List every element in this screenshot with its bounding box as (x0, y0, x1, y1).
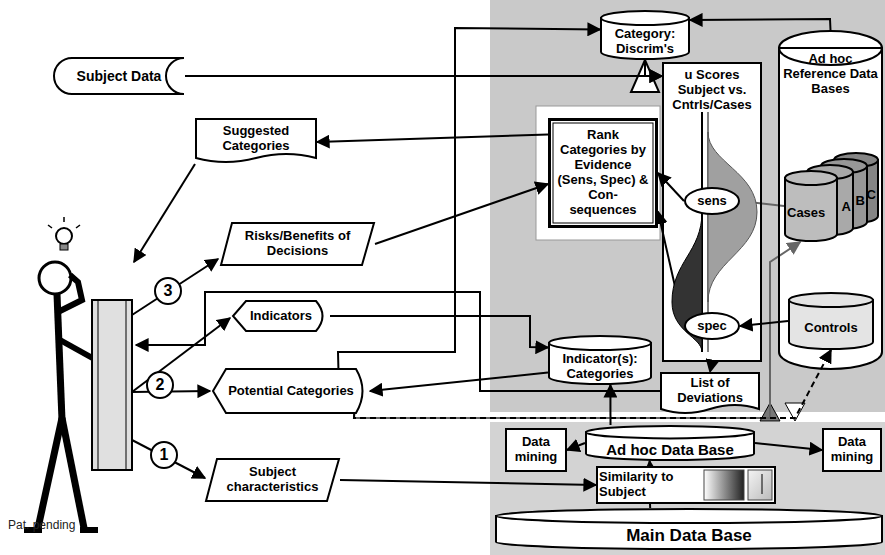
box-fill (663, 63, 761, 361)
connector (185, 75, 662, 77)
data-input: Subject Data (53, 57, 185, 95)
connector (649, 461, 651, 466)
connector (658, 173, 684, 201)
process-box: Rank Categories by Evidence (Sens, Spec)… (548, 118, 658, 228)
ellipse-label: sens (684, 187, 740, 215)
node-text: 2 (148, 376, 172, 394)
node-text: Suggested Categories (199, 124, 313, 154)
node-text: Data mining (826, 435, 878, 465)
process-box: Similarity to Subject (596, 466, 776, 504)
data-store: Ad hoc Data Base (585, 425, 755, 461)
connector (340, 480, 596, 485)
document-shape: Suggested Categories (195, 118, 317, 166)
node-text: Potential Categories (228, 384, 354, 399)
connector (710, 362, 712, 372)
process-box: Data mining (505, 428, 567, 472)
document-shape: List of Deviations (660, 372, 760, 417)
display-shape: Potential Categories (212, 368, 370, 414)
database-group: Ad hoc Reference Data BasesCasesABCContr… (778, 30, 883, 370)
node-text: spec (686, 319, 738, 334)
panel (490, 422, 885, 555)
database-cylinder: Controls (788, 292, 874, 350)
connector (354, 242, 800, 418)
node-text: Category: Discrim's (604, 27, 686, 57)
node-text: u Scores Subject vs. Cntrls/Cases (666, 68, 758, 113)
connector (609, 385, 611, 425)
node-text: Indicator(s): Categories (552, 352, 648, 382)
node-text: Cases (787, 206, 834, 221)
node-text: Rank Categories by Evidence (Sens, Spec)… (554, 128, 652, 218)
connector (375, 184, 548, 244)
connector (317, 135, 548, 143)
node-text: Similarity to Subject (599, 470, 696, 500)
ellipse-label: spec (684, 312, 740, 340)
connector (370, 373, 548, 392)
connector (567, 443, 585, 450)
node-text: Data mining (509, 435, 563, 465)
node-text: Indicators (248, 309, 314, 324)
node-text: Subject characteristics (219, 465, 326, 495)
input-parallelogram: Risks/Benefits of Decisions (220, 222, 375, 266)
database-cylinder: Cases (784, 170, 838, 242)
node-text: 1 (152, 446, 176, 464)
node-text: Subject Data (71, 68, 167, 84)
connector (645, 60, 662, 76)
connector (740, 321, 788, 326)
input-parallelogram: Subject characteristics (205, 458, 340, 502)
node-text: Risks/Benefits of Decisions (234, 229, 361, 259)
process-box: Data mining (822, 428, 882, 472)
node-text: 3 (156, 282, 180, 300)
box-fill (779, 31, 882, 369)
node-text: Main Data Base (499, 526, 879, 546)
node-text: sens (686, 194, 738, 209)
panel (490, 0, 885, 412)
note-label: Pat. pending (8, 518, 75, 532)
person-figure (24, 217, 132, 530)
node-text: Ad hoc Reference Data Bases (782, 52, 879, 97)
display-shape: Indicators (232, 300, 330, 332)
panel (536, 106, 660, 240)
callout-number: 1 (150, 441, 178, 469)
callout-number: 3 (154, 277, 182, 305)
chart-box: u Scores Subject vs. Cntrls/Cases sens spe… (662, 62, 762, 362)
node-text: Ad hoc Data Base (589, 441, 751, 458)
callout-number: 2 (146, 371, 174, 399)
node-text: List of Deviations (664, 376, 756, 406)
connector (690, 19, 831, 30)
connector (649, 504, 651, 508)
connector (755, 443, 822, 450)
connector (330, 316, 548, 348)
data-store: Indicator(s): Categories (548, 335, 652, 385)
data-store: Category: Discrim's (600, 10, 690, 60)
node-text: Controls (792, 321, 870, 336)
data-store: Main Data Base (495, 508, 883, 550)
